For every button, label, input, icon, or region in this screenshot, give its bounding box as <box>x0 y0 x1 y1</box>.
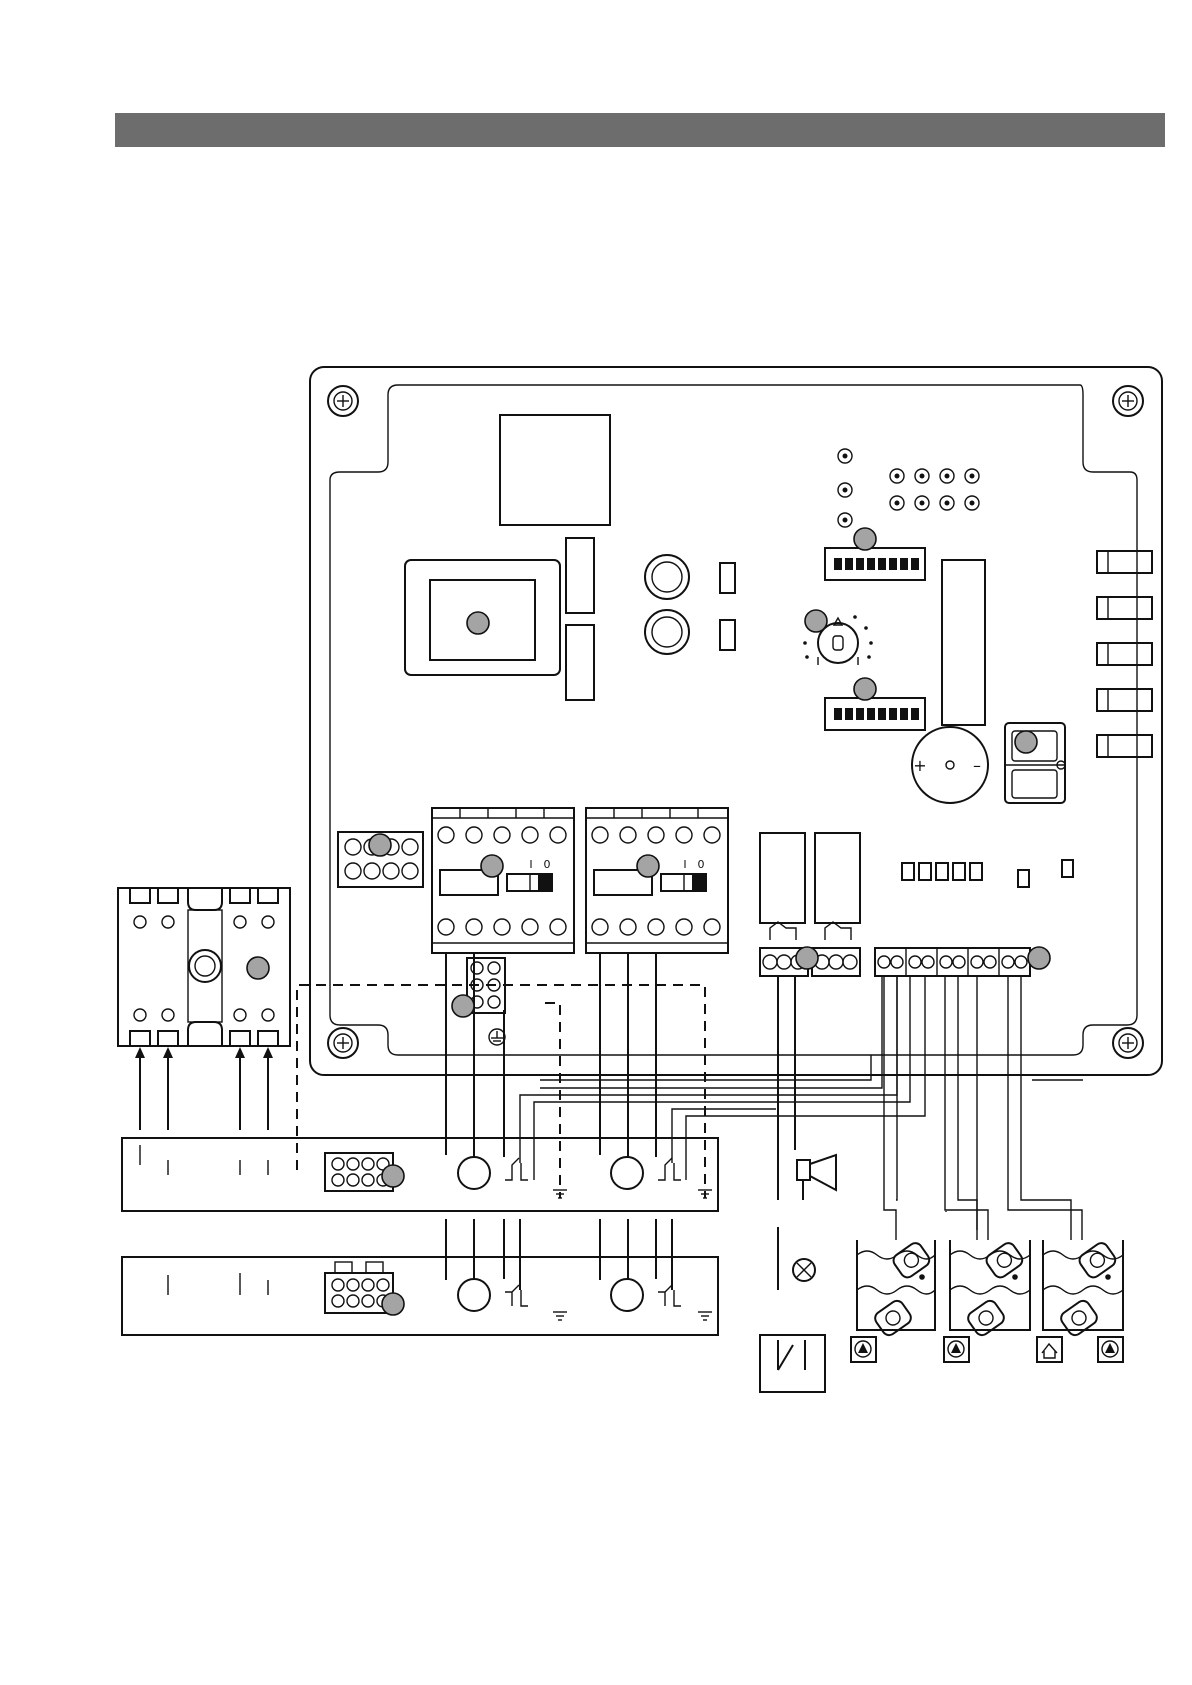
motor-contactor-2: I 0 <box>586 808 728 953</box>
earth-symbol-icon <box>489 1029 505 1045</box>
float-switch-icon <box>965 1298 1006 1338</box>
sensor-terminal-strip <box>875 948 1030 976</box>
float-switch-icon <box>984 1240 1025 1280</box>
pump-icon <box>944 1337 969 1362</box>
transformer-block <box>500 415 610 525</box>
callout-badge <box>1015 731 1037 753</box>
callout-badge <box>452 995 474 1017</box>
callout-badge <box>805 610 827 632</box>
led-column <box>838 449 852 527</box>
indicator-lamp-1 <box>645 555 689 599</box>
callout-badge <box>1028 947 1050 969</box>
thermal-contact-1 <box>505 1158 528 1180</box>
float-switch-icon <box>1058 1298 1099 1338</box>
lamp-icon <box>793 1259 815 1281</box>
switch-off-label-1: 0 <box>544 858 551 871</box>
thermal-contact-2 <box>658 1158 681 1180</box>
switch-on-label-2: I <box>683 858 686 871</box>
earth-icon-3 <box>553 1312 567 1320</box>
callout-badge <box>481 855 503 877</box>
external-contact <box>760 1335 825 1392</box>
side-connectors <box>1097 551 1152 757</box>
dip-switch-1 <box>825 548 925 580</box>
callout-badge <box>382 1165 404 1187</box>
control-box <box>310 367 1162 1075</box>
horn-icon <box>797 1155 836 1200</box>
tank-3 <box>1043 1240 1123 1338</box>
callout-badge <box>796 947 818 969</box>
switch-1 <box>720 563 735 593</box>
callout-badge <box>382 1293 404 1315</box>
buzzer: + – <box>912 727 988 803</box>
alarm-relays <box>760 833 860 940</box>
motor-contactor-1: I 0 <box>432 808 574 953</box>
float-switch-icon <box>1077 1240 1118 1280</box>
float-switch-icon <box>872 1298 913 1338</box>
fuse-1 <box>566 538 594 613</box>
tank-1 <box>857 1211 946 1338</box>
float-switch-icon <box>891 1240 932 1280</box>
display-module <box>942 560 985 725</box>
thermal-contact-3 <box>505 1285 528 1306</box>
indicator-lamp-2 <box>645 610 689 654</box>
switch-off-label-2: 0 <box>698 858 705 871</box>
switch-2 <box>720 620 735 650</box>
alarm-house-icon <box>1037 1337 1062 1362</box>
pump-icon <box>851 1337 876 1362</box>
dip-switch-2 <box>825 698 925 730</box>
motor-wires <box>446 953 672 1290</box>
screw-bottom-left-icon <box>328 1028 358 1058</box>
pump-icon <box>1098 1337 1123 1362</box>
thermal-contact-4 <box>658 1285 681 1306</box>
mains-arrows <box>135 1047 273 1130</box>
motor-1-icon <box>458 1157 490 1189</box>
callout-badge <box>369 834 391 856</box>
float-wires <box>884 976 1111 1280</box>
motor-2-icon <box>611 1157 643 1189</box>
callout-badge <box>854 528 876 550</box>
signal-wires <box>520 976 1083 1180</box>
callout-badge <box>854 678 876 700</box>
callout-badge <box>247 957 269 979</box>
fuse-2 <box>566 625 594 700</box>
buzzer-minus: – <box>973 756 981 775</box>
screw-bottom-right-icon <box>1113 1028 1143 1058</box>
status-lights-row <box>902 860 1073 887</box>
callout-badge <box>467 612 489 634</box>
screw-top-right-icon <box>1113 386 1143 416</box>
buzzer-plus: + <box>913 756 926 775</box>
callout-badge <box>637 855 659 877</box>
motor-3-icon <box>458 1279 490 1311</box>
tank-2 <box>950 1240 1030 1338</box>
earth-icon-4 <box>698 1312 712 1320</box>
screw-top-left-icon <box>328 386 358 416</box>
switch-on-label-1: I <box>529 858 532 871</box>
led-grid <box>890 469 979 510</box>
motor-4-icon <box>611 1279 643 1311</box>
